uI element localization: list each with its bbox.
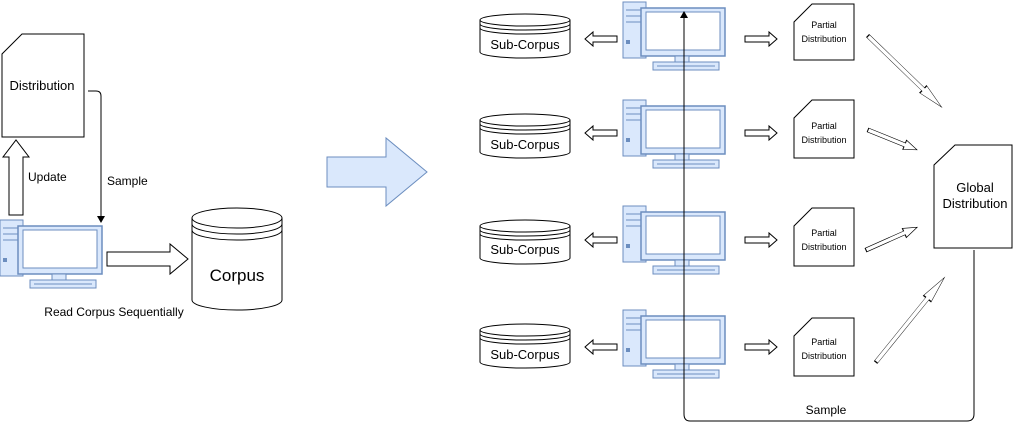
- sample-loop-connector: [680, 11, 975, 422]
- arrow-to-global-icon: [866, 127, 918, 151]
- update-arrow-icon: [1, 139, 31, 216]
- arrow-to-partial-icon: [744, 232, 778, 248]
- partial-label: Partial: [811, 337, 837, 347]
- computer-icon: [622, 99, 726, 169]
- arrow-to-sub-corpus-icon: [584, 125, 618, 141]
- computer-icon: [622, 205, 726, 275]
- partial-distribution-document-icon: [793, 317, 855, 377]
- computer-icon: [622, 309, 726, 379]
- computer-icon: [0, 219, 103, 289]
- partial-distribution-document-icon: [793, 3, 855, 61]
- partial-label: Partial: [811, 228, 837, 238]
- partial-label: Partial: [811, 20, 837, 30]
- sub-corpus-label: Sub-Corpus: [490, 137, 560, 152]
- distribution-document-icon: [1, 33, 85, 138]
- sample-label: Sample: [107, 174, 148, 188]
- update-label: Update: [28, 170, 67, 184]
- computer-icon: [622, 1, 726, 71]
- arrow-to-partial-icon: [744, 339, 778, 355]
- arrow-to-partial-icon: [744, 31, 778, 47]
- arrow-to-global-icon: [864, 226, 919, 253]
- partial-label: Partial: [811, 121, 837, 131]
- arrow-to-sub-corpus-icon: [584, 31, 618, 47]
- global-label: Distribution: [942, 196, 1007, 211]
- arrow-to-global-icon: [866, 33, 943, 108]
- partial-distribution-document-icon: [793, 207, 855, 267]
- read-corpus-label: Read Corpus Sequentially: [44, 305, 183, 319]
- corpus-database-icon: [191, 207, 283, 311]
- transition-arrow-icon: [326, 136, 428, 208]
- partial-label: Distribution: [801, 135, 846, 145]
- sub-corpus-label: Sub-Corpus: [490, 37, 560, 52]
- partial-label: Distribution: [801, 351, 846, 361]
- sample-connector: [88, 90, 105, 223]
- arrow-to-sub-corpus-icon: [584, 232, 618, 248]
- arrow-to-partial-icon: [744, 125, 778, 141]
- sub-corpus-label: Sub-Corpus: [490, 242, 560, 257]
- distribution-label: Distribution: [9, 78, 74, 93]
- global-distribution-document-icon: [933, 144, 1013, 249]
- arrow-to-sub-corpus-icon: [584, 339, 618, 355]
- global-sample-label: Sample: [806, 403, 847, 417]
- read-arrow-icon: [106, 242, 189, 276]
- partial-distribution-document-icon: [793, 99, 855, 159]
- global-label: Global: [956, 180, 994, 195]
- corpus-label: Corpus: [210, 266, 265, 285]
- arrow-to-global-icon: [873, 276, 946, 364]
- partial-label: Distribution: [801, 34, 846, 44]
- partial-label: Distribution: [801, 242, 846, 252]
- sub-corpus-label: Sub-Corpus: [490, 347, 560, 362]
